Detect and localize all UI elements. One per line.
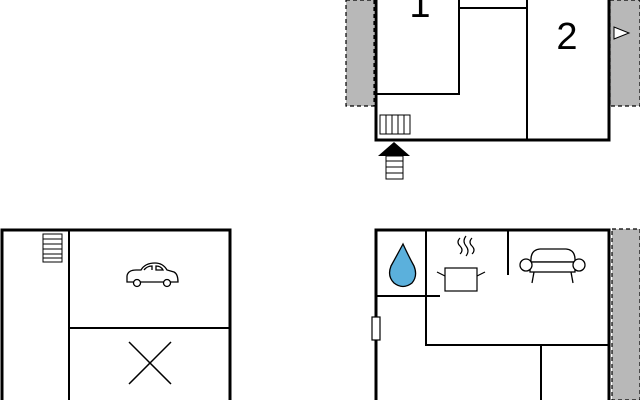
ground-partition-kitchen [425,230,609,346]
outer-wall [374,0,611,142]
stairs-icon [379,114,411,135]
garage-block [0,228,232,400]
partition-hall [459,0,528,9]
garage-outer-wall [0,228,232,400]
garage-stairs-icon [42,233,63,263]
upper-floor-block: 1 2 [345,0,640,180]
left-terrace [345,0,375,107]
ground-outer-wall [374,228,611,400]
window-marker-icon [371,316,381,341]
room-number-2: 2 [556,16,577,58]
entrance-arrow-icon [378,142,410,180]
void-cross-icon [128,341,172,385]
ground-floor-block [371,228,640,400]
partition-room-1 [376,0,460,95]
right-terrace [609,0,640,107]
room-number-1: 1 [409,0,430,26]
lower-right-terrace [611,228,640,400]
door-marker-icon [613,26,631,40]
car-icon [126,262,179,288]
cooking-pot-icon [436,235,486,292]
water-drop-icon [388,242,417,288]
sofa-icon [519,248,586,284]
